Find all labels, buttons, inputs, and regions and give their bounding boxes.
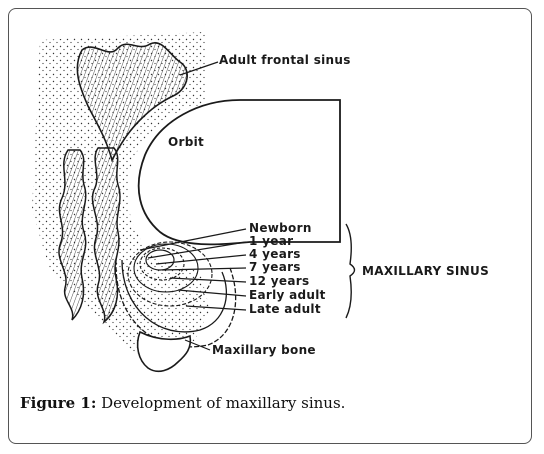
leader-lines [139,61,247,351]
caption-prefix: Figure 1: [20,394,97,412]
sinus-growth-contours [115,241,237,348]
maxillary-sinus-diagram [32,32,356,373]
maxillary-bone-shape [136,330,192,373]
label-stage-early-adult: Early adult [249,288,326,302]
frontal-sinus-shape [76,41,188,163]
label-maxillary-bone: Maxillary bone [212,343,316,357]
label-stage-late-adult: Late adult [249,302,321,316]
orbit-cavity [137,99,341,246]
label-adult-frontal-sinus: Adult frontal sinus [219,53,351,67]
figure-caption: Figure 1: Development of maxillary sinus… [20,394,345,412]
label-stage-7-years: 7 years [249,260,301,274]
label-stage-1-year: 1 year [249,234,294,248]
label-stage-4-years: 4 years [249,247,301,261]
nasal-turbinate-right [91,147,121,325]
nasal-turbinate-left [58,149,87,321]
label-stage-12-years: 12 years [249,274,310,288]
label-orbit: Orbit [168,135,205,149]
stage-bracket [345,223,356,319]
caption-text: Development of maxillary sinus. [96,394,346,412]
label-stage-newborn: Newborn [249,221,312,235]
label-maxillary-sinus: MAXILLARY SINUS [362,264,490,278]
